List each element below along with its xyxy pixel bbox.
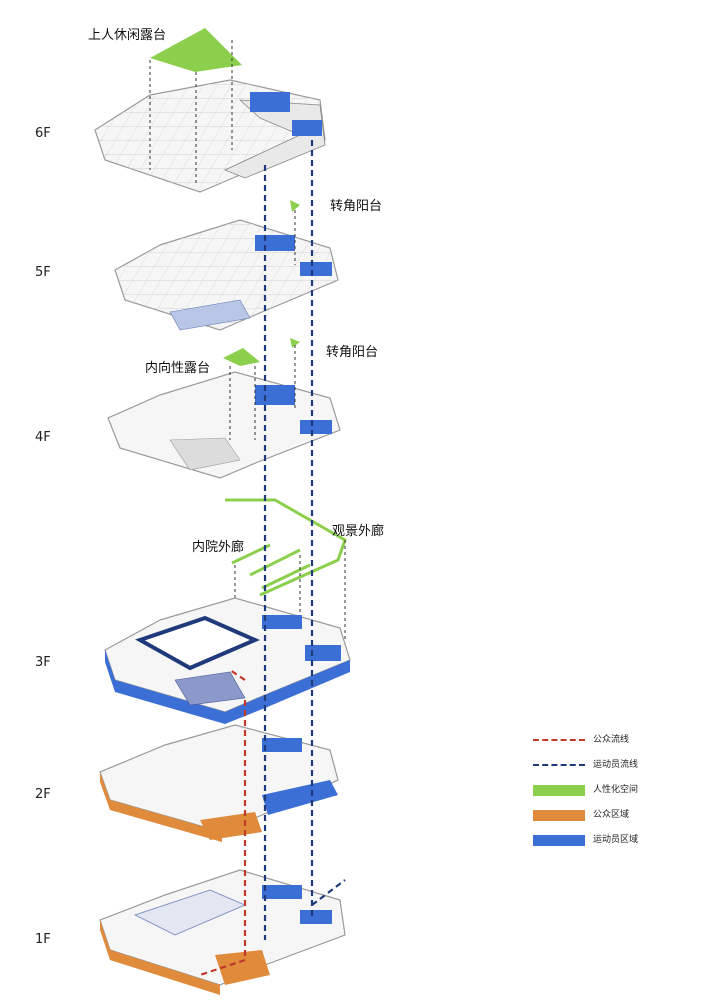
athlete-flow-lines: [263, 140, 346, 940]
inward-terrace-green: [223, 348, 260, 366]
annotation-inward-terrace: 内向性露台: [145, 361, 211, 376]
legend-label: 公众流线: [593, 735, 630, 745]
legend-item-human-space: 人性化空间: [533, 778, 703, 802]
legend-label: 人性化空间: [593, 785, 639, 795]
legend-item-athlete-flow: 运动员流线: [533, 753, 703, 777]
public-flow-lines: [199, 669, 247, 977]
legend-swatch-public-flow: [533, 739, 585, 741]
floor-label-3f: 3F: [35, 655, 51, 670]
legend: 公众流线 运动员流线 人性化空间 公众区域 运动员区域: [533, 728, 703, 853]
annotation-courtyard-corridor: 内院外廊: [192, 540, 245, 555]
legend-item-public-flow: 公众流线: [533, 728, 703, 752]
legend-item-athlete-area: 运动员区域: [533, 828, 703, 852]
floor-label-5f: 5F: [35, 265, 51, 280]
annotation-corner-balcony-4f: 转角阳台: [326, 345, 379, 360]
legend-swatch-athlete-flow: [533, 764, 585, 766]
courtyard-corridor-green: [231, 543, 311, 590]
legend-swatch-human-space: [533, 785, 585, 796]
floor-1f-plate: [99, 869, 346, 995]
legend-label: 运动员流线: [593, 760, 639, 770]
annotation-roof-terrace: 上人休闲露台: [88, 28, 167, 43]
floor-label-6f: 6F: [35, 126, 51, 141]
annotation-viewing-corridor: 观景外廊: [332, 524, 385, 539]
corner-balcony-4f-green: [290, 338, 300, 348]
floor-label-4f: 4F: [35, 430, 51, 445]
roof-terrace-green: [150, 28, 242, 72]
legend-label: 运动员区域: [593, 835, 639, 845]
floor-label-1f: 1F: [35, 932, 51, 947]
legend-swatch-athlete-area: [533, 835, 585, 846]
floor-4f-plate: [107, 371, 341, 479]
floor-2f-plate: [99, 724, 339, 842]
floor-6f-plate: [94, 79, 326, 193]
legend-item-public-area: 公众区域: [533, 803, 703, 827]
legend-label: 公众区域: [593, 810, 630, 820]
floor-label-2f: 2F: [35, 787, 51, 802]
corner-balcony-5f-green: [290, 200, 300, 212]
legend-swatch-public-area: [533, 810, 585, 821]
floor-5f-plate: [114, 219, 339, 331]
athlete-area-6f: [250, 92, 290, 112]
floor-3f-plate: [104, 597, 351, 724]
annotation-corner-balcony-5f: 转角阳台: [330, 199, 383, 214]
